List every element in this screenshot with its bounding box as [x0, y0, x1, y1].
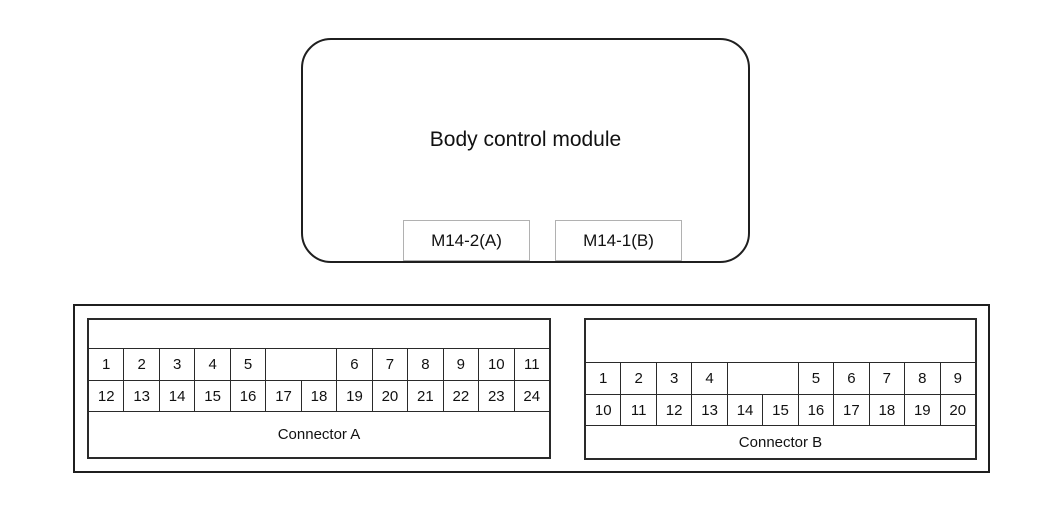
connector-a-label: Connector A: [89, 412, 549, 457]
pin-cell: 9: [940, 363, 975, 394]
pin-cell: 3: [159, 349, 195, 380]
pin-cell: 17: [266, 381, 301, 411]
pin-cell: 12: [89, 381, 124, 411]
pin-cell: 5: [230, 349, 266, 380]
connector-tag-m14-2a: M14-2(A): [403, 220, 530, 261]
pin-cell: 10: [479, 349, 514, 380]
pin-cell: 19: [337, 381, 372, 411]
pin-cell: 23: [479, 381, 514, 411]
connector-b-table: 1 2 3 4 5 6 7 8 9 10 11 12 13 14 15 16 1…: [584, 318, 977, 460]
pin-cell: 19: [905, 395, 940, 425]
pin-cell: 6: [834, 363, 869, 394]
pin-cell: 12: [656, 395, 692, 425]
pin-cell: 4: [692, 363, 727, 394]
pin-cell: 1: [586, 363, 621, 394]
pin-cell: 1: [89, 349, 124, 380]
pin-cell: 11: [514, 349, 549, 380]
pin-cell: 4: [195, 349, 230, 380]
pin-cell: 24: [514, 381, 549, 411]
pin-cell: 16: [230, 381, 266, 411]
pin-cell: 15: [195, 381, 230, 411]
pin-cell: 13: [692, 395, 727, 425]
connector-a-header-band: [89, 320, 549, 348]
pin-cell: 18: [869, 395, 905, 425]
pin-cell: 6: [337, 349, 372, 380]
pin-cell: 8: [905, 363, 940, 394]
pinout-panel: 1 2 3 4 5 6 7 8 9 10 11 12 13 14 15 16 1…: [73, 304, 990, 473]
pin-cell: 8: [408, 349, 443, 380]
pin-cell: 21: [408, 381, 443, 411]
pin-cell: 15: [763, 395, 798, 425]
pin-cell: 10: [586, 395, 621, 425]
pin-cell: 16: [798, 395, 834, 425]
pin-cell: 3: [656, 363, 692, 394]
pin-cell-blank: [727, 363, 798, 394]
pin-cell: 9: [443, 349, 479, 380]
bcm-box: Body control module M14-2(A) M14-1(B): [301, 38, 750, 263]
pin-cell: 14: [727, 395, 763, 425]
bcm-title: Body control module: [429, 128, 622, 151]
pin-cell-blank: [266, 349, 337, 380]
pin-cell: 11: [621, 395, 656, 425]
pin-cell: 13: [124, 381, 159, 411]
connector-b-header-band: [586, 320, 975, 362]
pin-cell: 7: [869, 363, 905, 394]
connector-b-label: Connector B: [586, 426, 975, 458]
connector-a-table: 1 2 3 4 5 6 7 8 9 10 11 12 13 14 15 16 1…: [87, 318, 551, 459]
pin-cell: 7: [372, 349, 408, 380]
pin-cell: 22: [443, 381, 479, 411]
pin-cell: 2: [621, 363, 656, 394]
pin-cell: 17: [834, 395, 869, 425]
pin-cell: 20: [372, 381, 408, 411]
pin-cell: 2: [124, 349, 159, 380]
connector-tag-m14-1b: M14-1(B): [555, 220, 682, 261]
pin-cell: 18: [301, 381, 337, 411]
pin-cell: 5: [798, 363, 834, 394]
pin-cell: 14: [159, 381, 195, 411]
pin-cell: 20: [940, 395, 975, 425]
